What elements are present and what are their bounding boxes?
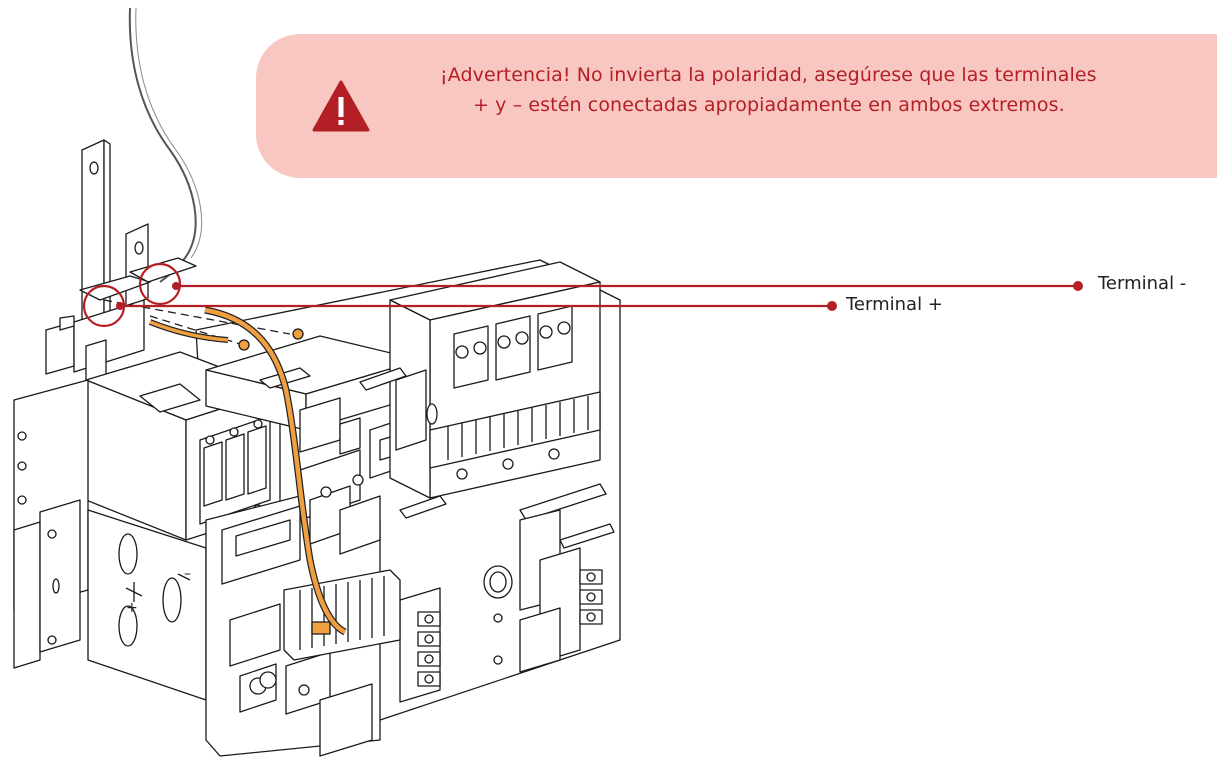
warning-message: ¡Advertencia! No invierta la polaridad, … — [440, 60, 1217, 120]
callout-dot-negative — [1073, 281, 1083, 291]
warning-triangle-icon — [312, 80, 370, 132]
warning-line-1: ¡Advertencia! No invierta la polaridad, … — [440, 64, 1097, 86]
relay-modules — [205, 335, 421, 585]
panel-polarity-mark: – — [184, 566, 191, 582]
terminal-positive-label: Terminal + — [846, 294, 943, 315]
standoffs — [359, 367, 615, 549]
panel-polarity-mark: + — [126, 600, 138, 616]
warning-banner — [256, 34, 1217, 178]
surge-protectors — [389, 261, 601, 499]
terminal-negative-label: Terminal - — [1098, 273, 1187, 294]
screws — [238, 328, 304, 351]
bus-bar-area — [87, 509, 207, 701]
warning-line-2: + y – estén conectadas apropiadamente en… — [473, 94, 1065, 116]
callout-dot-positive — [827, 301, 837, 311]
terminal-blocks — [399, 509, 603, 703]
callout-circle-negative — [138, 262, 182, 306]
side-panel — [13, 379, 89, 669]
signal-terminal-strip — [283, 569, 401, 661]
